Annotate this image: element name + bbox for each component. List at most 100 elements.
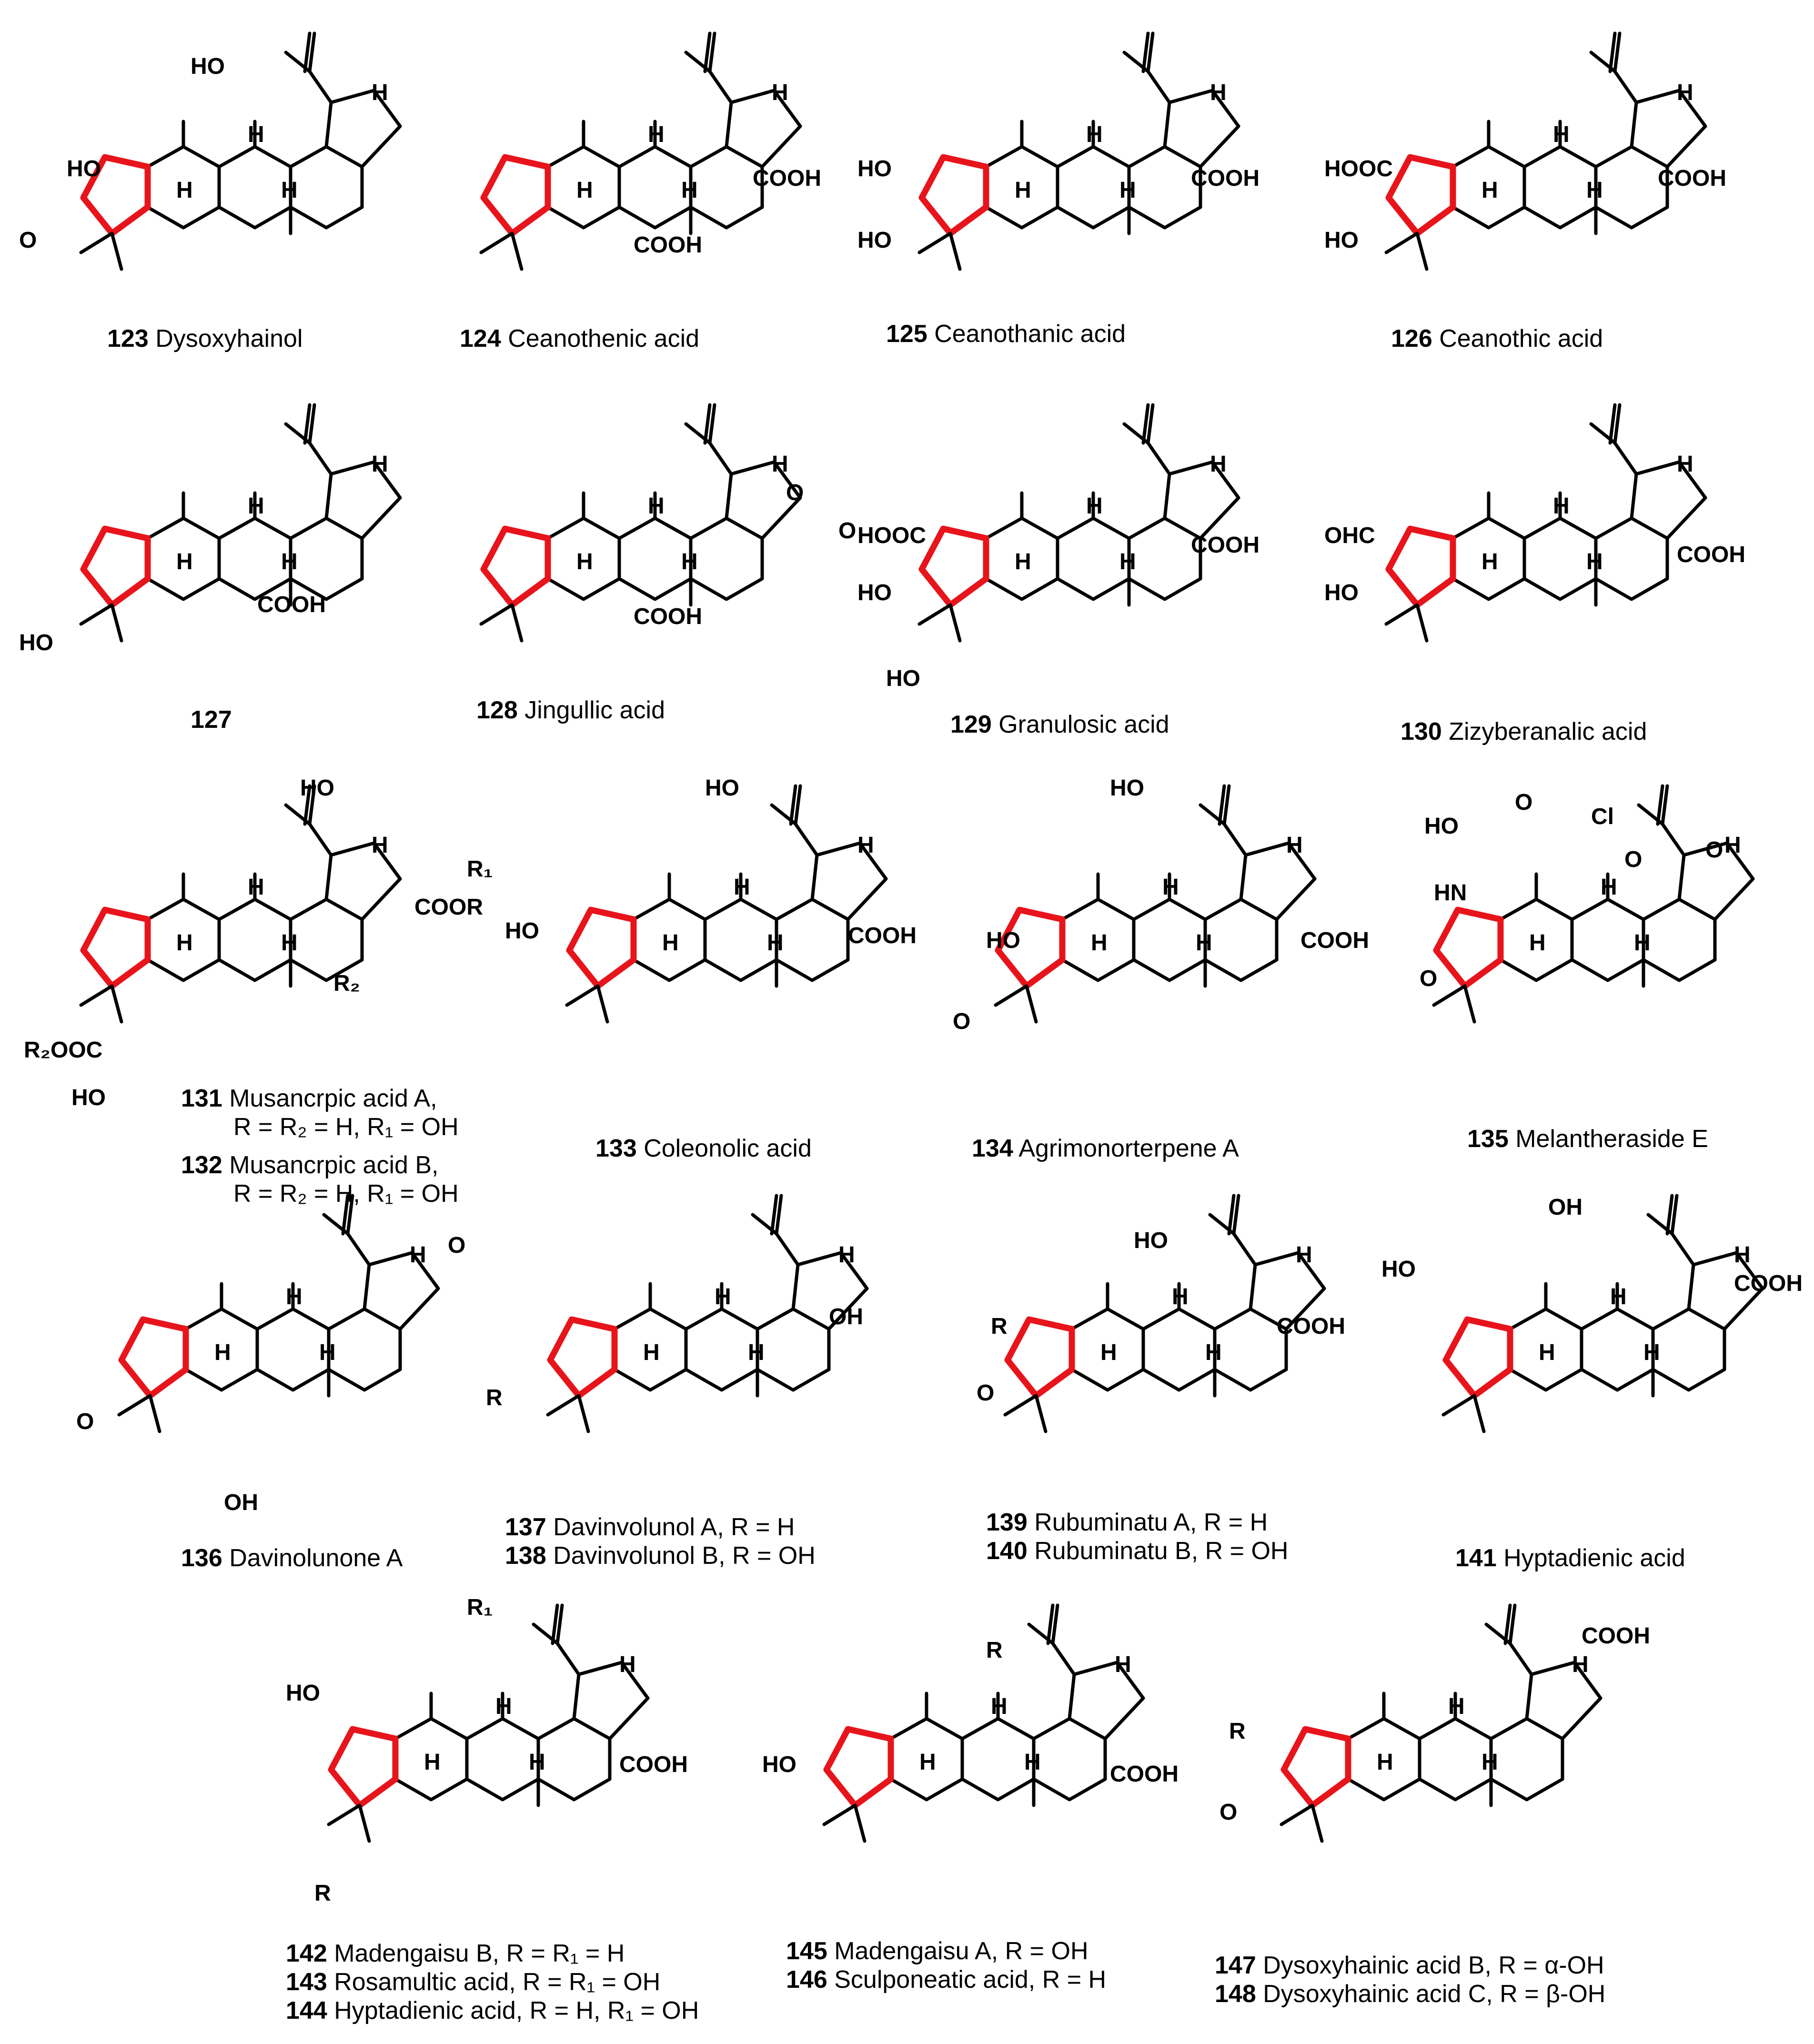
compound-name: Zizyberanalic acid bbox=[1441, 718, 1647, 745]
atom-label: COOH bbox=[1110, 1762, 1179, 1787]
atom-label-h: H bbox=[1286, 833, 1303, 858]
atom-label: HO bbox=[71, 1085, 106, 1110]
compound-number: 148 bbox=[1215, 1980, 1256, 2008]
atom-label: HN bbox=[1434, 880, 1467, 906]
atom-label: COOH bbox=[1582, 1623, 1650, 1649]
compound-name: Davinolunone A bbox=[222, 1544, 403, 1572]
atom-label-h: H bbox=[176, 930, 193, 956]
atom-label-h: H bbox=[1091, 930, 1108, 956]
compound-number: 146 bbox=[786, 1966, 827, 1994]
bond-3 bbox=[810, 841, 888, 921]
compound-name: Davinvolunol B, R = OH bbox=[546, 1542, 816, 1570]
bond-3 bbox=[1249, 1251, 1326, 1331]
bond-9 bbox=[917, 232, 962, 271]
caption-148: 148 Dysoxyhainic acid C, R = β-OH bbox=[1215, 1979, 1605, 2009]
atom-label: HO bbox=[1324, 228, 1359, 253]
compound-number: 142 bbox=[286, 1940, 327, 1967]
atom-label-h: H bbox=[281, 178, 298, 203]
atom-label-h: H bbox=[424, 1750, 441, 1775]
atom-label: HO bbox=[705, 775, 739, 801]
bond-7 bbox=[1199, 784, 1248, 857]
caption-144: 144 Hyptadienic acid, R = H, R₁ = OH bbox=[286, 1996, 699, 2025]
highlighted-a-ring bbox=[80, 525, 151, 608]
highlighted-a-ring bbox=[566, 906, 637, 989]
atom-label-h: H bbox=[1210, 80, 1227, 105]
highlighted-a-ring bbox=[1385, 154, 1456, 237]
bond-2 bbox=[689, 145, 764, 230]
bond-2 bbox=[1489, 1717, 1564, 1802]
atom-label: COOH bbox=[634, 604, 702, 629]
bond-1 bbox=[1580, 1307, 1655, 1392]
bond-3 bbox=[1677, 841, 1755, 921]
atom-label-h: H bbox=[372, 833, 388, 858]
bond-3 bbox=[363, 1251, 440, 1331]
bond-7 bbox=[1589, 31, 1638, 104]
bond-9 bbox=[1441, 1394, 1486, 1433]
bond-7 bbox=[322, 1194, 371, 1267]
atom-label: O bbox=[786, 480, 804, 505]
bond-9 bbox=[79, 984, 123, 1024]
atom-label-h: H bbox=[576, 549, 593, 574]
compound-number: 126 bbox=[1391, 325, 1432, 352]
atom-label-h: H bbox=[1024, 1750, 1041, 1775]
bond-1 bbox=[684, 1307, 759, 1392]
atom-label: HO bbox=[857, 228, 892, 253]
atom-label-h: H bbox=[372, 452, 388, 477]
highlighted-a-ring bbox=[1004, 1316, 1075, 1399]
atom-label-h: H bbox=[1205, 1340, 1222, 1365]
bond-2 bbox=[1032, 1717, 1107, 1802]
compound-name: Madengaisu A, R = OH bbox=[827, 1937, 1088, 1965]
bond-7 bbox=[1122, 403, 1171, 476]
highlighted-a-ring bbox=[80, 154, 151, 237]
caption-132: 132 Musancrpic acid B, bbox=[181, 1150, 439, 1180]
bond-1 bbox=[465, 1717, 540, 1802]
atom-label-h: H bbox=[1086, 122, 1103, 147]
bond-7 bbox=[1027, 1603, 1076, 1676]
compound-number: 129 bbox=[950, 711, 992, 738]
atom-label: R₂ bbox=[333, 971, 360, 996]
sub-caption-c132: R = R₂ = H, R₁ = OH bbox=[233, 1180, 459, 1208]
highlighted-a-ring bbox=[918, 525, 989, 608]
caption-139: 139 Rubuminatu A, R = H bbox=[986, 1508, 1268, 1537]
bond-1 bbox=[1570, 897, 1645, 982]
highlighted-a-ring bbox=[1433, 906, 1504, 989]
bond-3 bbox=[324, 841, 402, 921]
atom-label-h: H bbox=[767, 930, 784, 956]
caption-142: 142 Madengaisu B, R = R₁ = H bbox=[286, 1939, 625, 1968]
atom-label-h: H bbox=[919, 1750, 936, 1775]
bond-7 bbox=[684, 31, 733, 104]
atom-label: HO bbox=[762, 1752, 796, 1777]
caption-130: 130 Zizyberanalic acid bbox=[1401, 717, 1647, 746]
compound-name: Ceanothic acid bbox=[1432, 325, 1603, 352]
atom-label: HOOC bbox=[1324, 156, 1393, 181]
caption-129: 129 Granulosic acid bbox=[950, 710, 1169, 739]
atom-label-h: H bbox=[619, 1652, 636, 1677]
atom-label: OH bbox=[1548, 1195, 1582, 1220]
highlighted-a-ring bbox=[1385, 525, 1456, 608]
atom-label: COOH bbox=[1658, 166, 1726, 191]
bond-2 bbox=[689, 516, 764, 601]
atom-label-h: H bbox=[1643, 1340, 1660, 1365]
bond-9 bbox=[1432, 984, 1476, 1024]
atom-label-h: H bbox=[1172, 1284, 1189, 1309]
compound-name: Coleonolic acid bbox=[636, 1135, 812, 1162]
bond-2 bbox=[1651, 1307, 1726, 1392]
highlighted-a-ring bbox=[480, 525, 551, 608]
caption-131: 131 Musancrpic acid A, bbox=[181, 1084, 437, 1113]
compound-number: 125 bbox=[886, 320, 927, 348]
compound-number: 132 bbox=[181, 1151, 222, 1179]
atom-label-h: H bbox=[176, 178, 193, 203]
atom-label: OHC bbox=[1324, 523, 1375, 548]
atom-label: O bbox=[1515, 790, 1532, 815]
